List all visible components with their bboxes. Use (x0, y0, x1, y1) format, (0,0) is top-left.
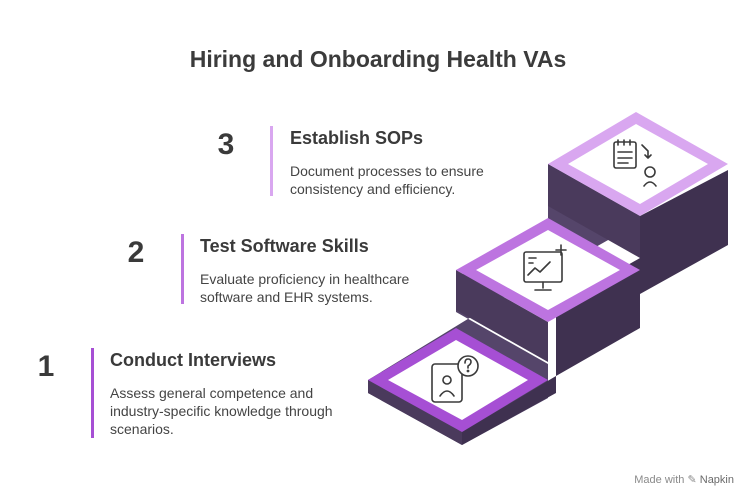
step-1-platform (368, 328, 548, 432)
stair-right-face (462, 170, 728, 445)
footer-attribution: Made with ✎ Napkin (634, 473, 734, 486)
interview-question-icon (431, 355, 479, 403)
step-heading: Establish SOPs (290, 128, 424, 148)
step-2-platform (456, 218, 640, 322)
checklist-person-icon (613, 139, 657, 187)
stair-left-face (456, 270, 548, 362)
step-number: 1 (37, 350, 55, 383)
step-description: Document processes to ensure consistency… (290, 163, 484, 197)
step-description: Assess general competence and industry-s… (110, 385, 333, 437)
page-title: Hiring and Onboarding Health VAs (189, 46, 567, 72)
footer-brand: Napkin (699, 474, 734, 486)
step-accent-bar (91, 348, 94, 438)
step-heading: Conduct Interviews (110, 350, 277, 370)
step-description: Evaluate proficiency in healthcare softw… (200, 271, 410, 305)
step-heading: Test Software Skills (200, 236, 369, 256)
monitor-chart-plus-icon (523, 244, 567, 291)
footer-made-with: Made with (634, 474, 685, 486)
step-accent-bar (181, 234, 184, 304)
step-number: 3 (217, 128, 235, 161)
napkin-logo-icon: ✎ (687, 474, 697, 486)
step-number: 2 (127, 236, 145, 269)
step-accent-bar (270, 126, 273, 196)
stair-left-face (368, 380, 462, 445)
step-3-platform (548, 112, 728, 216)
stair-left-face (548, 164, 640, 258)
